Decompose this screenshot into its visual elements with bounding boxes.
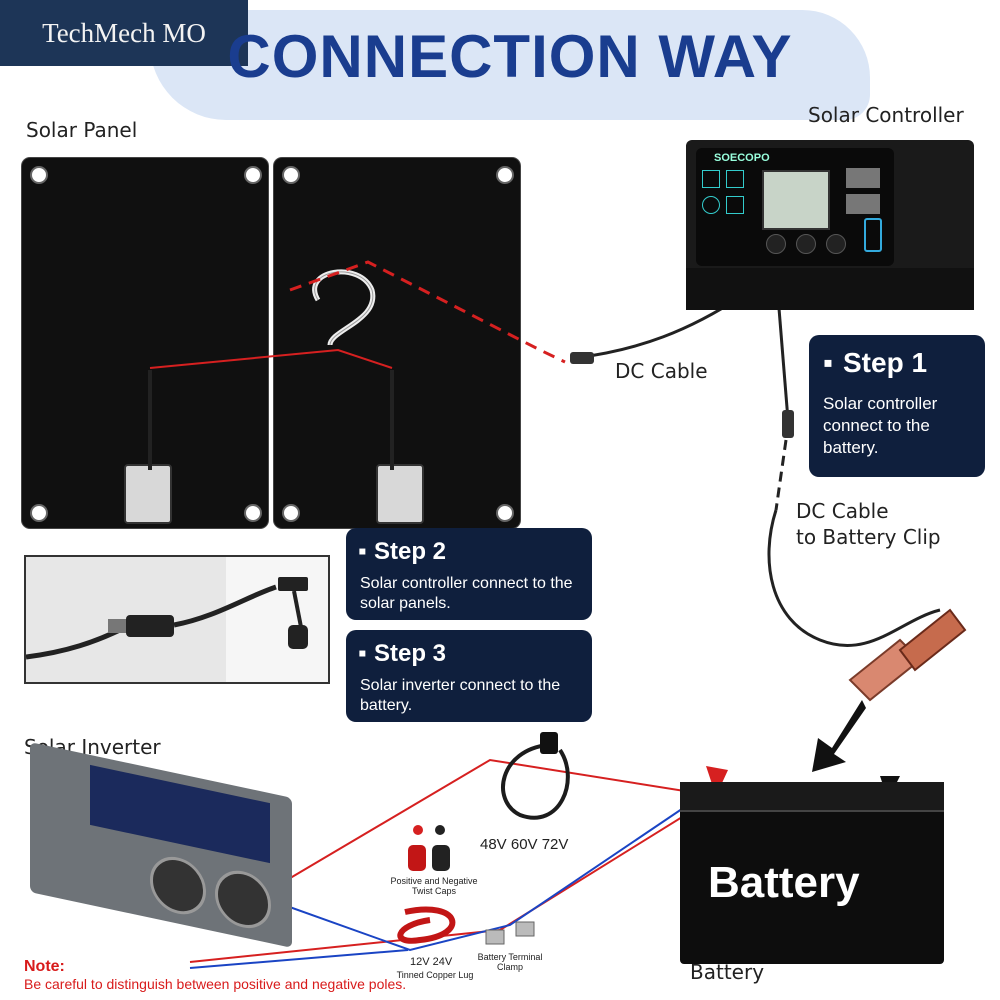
controller-brand: SOECOPO	[714, 152, 770, 164]
copper-lug-label: Tinned Copper Lug	[396, 970, 474, 980]
solar-panel-left	[22, 158, 268, 528]
dc-plug	[570, 352, 594, 364]
y-cable	[312, 269, 376, 346]
arrow-icon	[812, 700, 866, 772]
battery-red-clip	[706, 766, 728, 796]
lock-icon	[726, 196, 744, 214]
up-button[interactable]	[796, 234, 816, 254]
connector-photo-inset	[24, 555, 330, 684]
junction-box	[376, 464, 424, 524]
page-title: CONNECTION WAY	[227, 23, 793, 90]
solar-panel-right	[274, 158, 520, 528]
solar-controller-label: Solar Controller	[808, 103, 964, 127]
solar-panel-label: Solar Panel	[26, 118, 138, 142]
mount-hole	[244, 166, 262, 184]
dc-cable-label: DC Cable	[615, 359, 708, 383]
mount-hole	[282, 166, 300, 184]
step-2-bullet: ▪	[358, 538, 367, 565]
mount-hole	[30, 166, 48, 184]
step-1-text: Solar controller connect to the battery.	[823, 394, 938, 457]
step-3-bullet: ▪	[358, 640, 367, 667]
positive-cap-icon	[413, 825, 423, 835]
note-text: Be careful to distinguish between positi…	[24, 976, 407, 992]
usb-port	[846, 194, 880, 214]
twist-caps-label: Positive and Negative Twist Caps	[390, 876, 478, 896]
negative-cap-icon	[435, 825, 445, 835]
wire-negative	[269, 789, 711, 952]
voltage-label: 48V 60V 72V	[480, 836, 569, 853]
down-button[interactable]	[826, 234, 846, 254]
step-2-box: ▪ Step 2 Solar controller connect to the…	[346, 528, 592, 620]
wire-positive-top	[269, 758, 717, 891]
mount-hole	[30, 504, 48, 522]
mount-hole	[282, 504, 300, 522]
status-icon	[702, 170, 720, 188]
brand-watermark: TechMech MO	[0, 0, 248, 66]
step-3-box: ▪ Step 3 Solar inverter connect to the b…	[346, 630, 592, 722]
title-background-brush	[150, 10, 870, 120]
mount-hole	[496, 504, 514, 522]
dashed-link-panels	[289, 260, 566, 364]
wire-negative-bottom	[189, 949, 409, 969]
mount-hole	[244, 504, 262, 522]
step-2-text: Solar controller connect to the solar pa…	[360, 575, 573, 612]
note-title: Note:	[24, 958, 65, 975]
dashed-link-battery	[774, 439, 788, 511]
cable-plug	[540, 732, 558, 754]
dc-cable-clip-label: DC Cable to Battery Clip	[796, 499, 941, 549]
battery-top	[680, 782, 944, 812]
tinned-copper-lug-cable	[397, 906, 456, 944]
battery-label: Battery	[690, 960, 765, 984]
fan-icon	[215, 865, 271, 934]
controller-terminals	[686, 268, 974, 310]
terminal-clamp-label: Battery Terminal Clamp	[477, 952, 543, 972]
step-3-text: Solar inverter connect to the battery.	[360, 677, 561, 714]
usb-port	[846, 168, 880, 188]
junction-box	[124, 464, 172, 524]
fan-icon	[150, 851, 206, 920]
step-2-title: Step 2	[374, 538, 447, 565]
lug-voltage-label: 12V 24V	[410, 956, 453, 968]
dc-plug	[782, 410, 794, 438]
controller-battery-cable	[776, 295, 790, 421]
positive-twist-cap	[408, 845, 426, 871]
terminal-clamp	[515, 921, 535, 937]
sun-icon	[726, 170, 744, 188]
menu-button[interactable]	[766, 234, 786, 254]
mount-hole	[496, 166, 514, 184]
lcd-screen	[762, 170, 830, 230]
voltage-cable	[501, 743, 570, 820]
step-1-box: ▪ Step 1 Solar controller connect to the…	[809, 335, 985, 477]
solar-controller: SOECOPO	[686, 140, 974, 310]
step-1-title: Step 1	[843, 347, 928, 378]
battery-clip-cable	[767, 509, 941, 647]
step-1-bullet: ▪	[823, 347, 833, 378]
step-3-title: Step 3	[374, 640, 447, 667]
terminal-clamp	[485, 929, 505, 945]
clock-icon	[702, 196, 720, 214]
clip-black	[898, 608, 967, 672]
battery: Battery	[680, 782, 944, 964]
panel-series-link	[149, 348, 393, 369]
battery-status-icon	[864, 218, 882, 252]
connector-photo	[25, 557, 328, 682]
battery-text: Battery	[708, 858, 860, 907]
negative-twist-cap	[432, 845, 450, 871]
